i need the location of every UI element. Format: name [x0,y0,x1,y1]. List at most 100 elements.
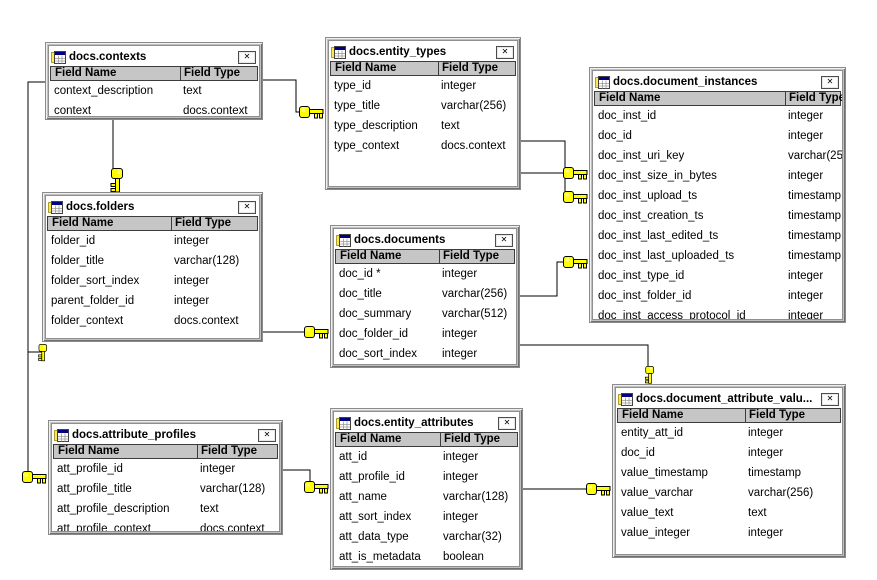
close-button[interactable]: ✕ [821,392,839,406]
close-button[interactable]: ✕ [238,200,256,214]
table-title: docs.document_instances [613,76,758,88]
close-button[interactable]: ✕ [498,416,516,430]
table-window-folders[interactable]: docs.folders ✕ Field Name Field Type fol… [42,192,263,342]
field-type-header: Field Type [443,250,500,262]
column-header-row: Field Name Field Type [335,432,518,447]
table-window-document-attribute-values[interactable]: docs.document_attribute_valu... ✕ Field … [612,384,846,558]
table-titlebar[interactable]: docs.document_attribute_valu... ✕ [616,388,842,408]
field-name: doc_inst_access_protocol_id [598,310,746,320]
table-titlebar[interactable]: docs.documents ✕ [334,229,516,249]
field-type: text [200,503,219,515]
field-type: timestamp [788,190,842,202]
column-header-row: Field Name Field Type [335,249,515,264]
key-icon[interactable] [304,326,329,339]
close-button[interactable]: ✕ [496,45,514,59]
key-icon[interactable] [299,106,324,119]
relationship-line [521,140,566,198]
field-name: doc_inst_type_id [598,270,685,282]
close-icon: ✕ [500,235,508,244]
column-divider [438,61,439,76]
close-icon: ✕ [826,394,834,403]
relationship-line [283,469,311,488]
field-name-header: Field Name [599,92,661,104]
key-icon[interactable] [304,481,329,494]
table-window-document-instances[interactable]: docs.document_instances ✕ Field Name Fie… [589,67,846,323]
table-row: doc_id integer [593,126,842,146]
column-divider [180,66,181,81]
column-header-row: Field Name Field Type [594,91,843,106]
field-type: varchar(128) [443,491,509,503]
field-type: boolean [443,551,484,563]
table-window-contexts[interactable]: docs.contexts ✕ Field Name Field Type co… [45,42,263,120]
close-button[interactable]: ✕ [821,75,839,89]
table-title: docs.entity_types [349,46,447,58]
field-name-header: Field Name [340,433,402,445]
field-name: doc_id [598,130,632,142]
table-window-entity-attributes[interactable]: docs.entity_attributes ✕ Field Name Fiel… [330,408,523,570]
field-type-header: Field Type [789,92,843,104]
table-window-attribute-profiles[interactable]: docs.attribute_profiles ✕ Field Name Fie… [48,420,283,535]
table-row: att_is_metadata boolean [334,547,519,566]
field-type: text [748,507,767,519]
field-type: integer [442,348,478,360]
field-type: integer [788,290,824,302]
field-name: type_id [334,80,372,92]
field-type-header: Field Type [175,217,232,229]
field-type-header: Field Type [442,62,499,74]
close-button[interactable]: ✕ [238,50,256,64]
key-icon[interactable] [563,256,588,269]
close-button[interactable]: ✕ [495,233,513,247]
field-name: doc_inst_size_in_bytes [598,170,717,182]
key-icon[interactable] [644,365,655,384]
field-name: att_sort_index [339,511,412,523]
table-titlebar[interactable]: docs.document_instances ✕ [593,71,842,91]
table-window-entity-types[interactable]: docs.entity_types ✕ Field Name Field Typ… [325,37,521,190]
key-icon[interactable] [38,344,48,362]
field-name: context_description [54,85,154,97]
key-icon[interactable] [563,191,588,204]
column-header-row: Field Name Field Type [50,66,258,81]
table-icon [48,200,63,214]
key-icon[interactable] [22,471,47,484]
table-window-body: docs.contexts ✕ Field Name Field Type co… [48,45,260,117]
key-icon[interactable] [563,167,588,180]
field-name: folder_context [51,315,124,327]
close-icon: ✕ [243,52,251,61]
field-type: docs.context [441,140,506,152]
field-name-header: Field Name [52,217,114,229]
key-icon[interactable] [110,168,123,193]
field-type: integer [788,130,824,142]
close-button[interactable]: ✕ [258,428,276,442]
key-icon[interactable] [586,483,611,496]
field-name: type_title [334,100,381,112]
table-titlebar[interactable]: docs.attribute_profiles ✕ [52,424,279,444]
table-titlebar[interactable]: docs.entity_types ✕ [329,41,517,61]
field-type: timestamp [748,467,802,479]
field-name: att_is_metadata [339,551,421,563]
table-window-body: docs.document_instances ✕ Field Name Fie… [592,70,843,320]
field-type: integer [443,471,479,483]
column-divider [197,444,198,459]
field-name: att_profile_context [57,523,151,532]
column-header-row: Field Name Field Type [330,61,516,76]
table-titlebar[interactable]: docs.folders ✕ [46,196,259,216]
field-name-header: Field Name [55,67,117,79]
table-window-documents[interactable]: docs.documents ✕ Field Name Field Type d… [330,225,520,368]
column-header-row: Field Name Field Type [47,216,258,231]
table-titlebar[interactable]: docs.entity_attributes ✕ [334,412,519,432]
table-titlebar[interactable]: docs.contexts ✕ [49,46,259,66]
field-name: doc_inst_upload_ts [598,190,698,202]
